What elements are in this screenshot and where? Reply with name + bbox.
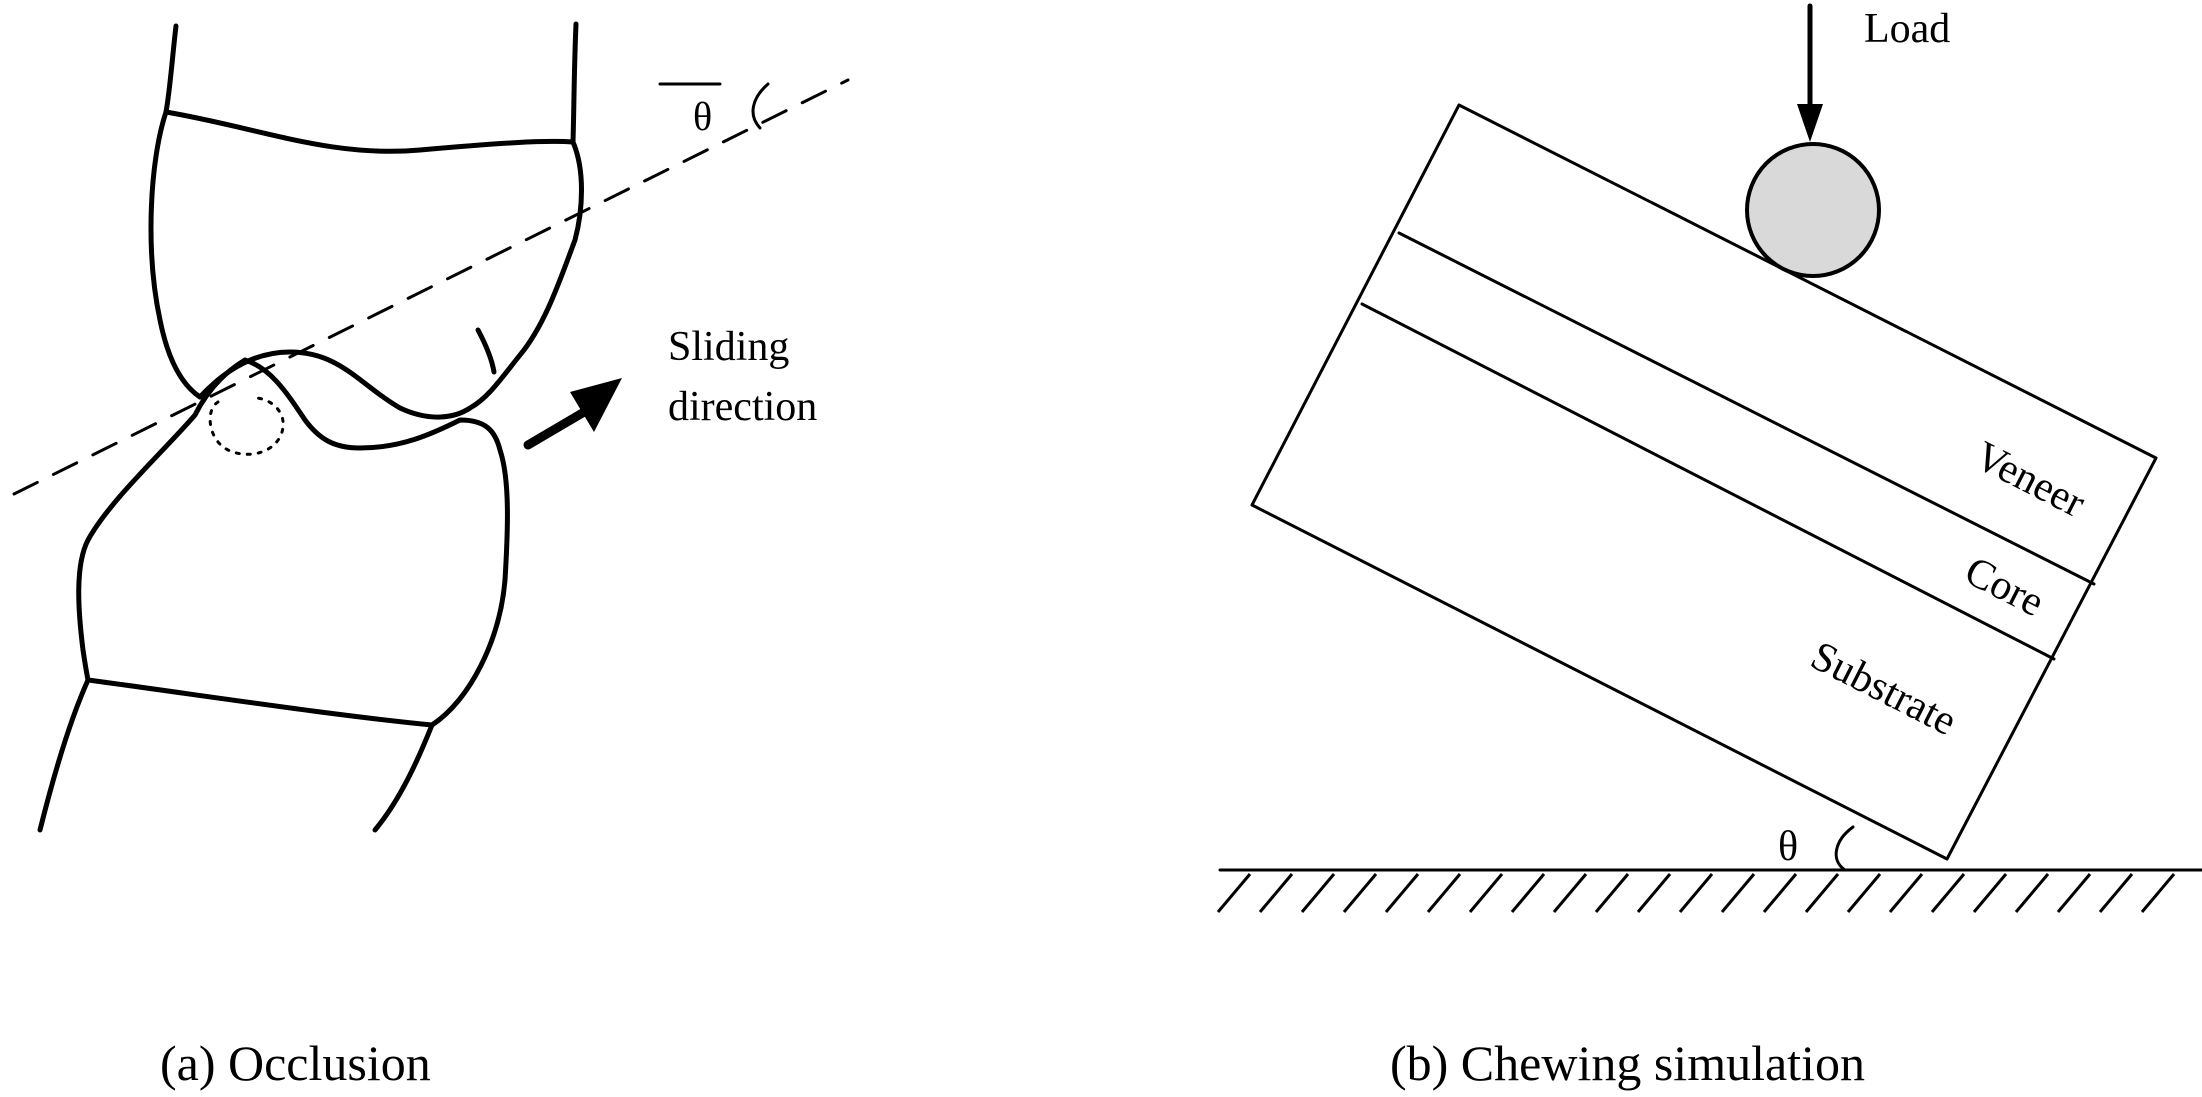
- hatch-mark: [1720, 873, 1756, 913]
- hatch-mark: [2056, 873, 2092, 913]
- caption-b: (b) Chewing simulation: [1390, 1035, 1865, 1091]
- layer-label-veneer: Veneer: [1967, 433, 2092, 527]
- lower-tooth-root-left: [37, 677, 91, 833]
- sliding-direction-arrow: [523, 378, 622, 450]
- hatch-mark: [1384, 873, 1420, 913]
- lower-tooth: [37, 357, 510, 833]
- hatch-mark: [1300, 873, 1336, 913]
- hatch-mark: [1678, 873, 1714, 913]
- arrow-head-icon: [570, 378, 622, 432]
- sliding-plane-dashed-line: [12, 78, 850, 496]
- angle-arc-b: [1834, 825, 1855, 872]
- upper-tooth-root-right: [570, 21, 579, 145]
- hatch-mark: [1846, 873, 1882, 913]
- angle-symbol-b: θ: [1778, 824, 1798, 870]
- chewing-panel: Load Veneer Core Substrate θ (b) Chewing…: [1216, 3, 2202, 1091]
- indenter-ball: [1745, 142, 1881, 278]
- hatch-mark: [1468, 873, 1504, 913]
- upper-tooth: [148, 21, 584, 420]
- layer-label-substrate: Substrate: [1803, 633, 1963, 745]
- hatch-mark: [1636, 873, 1672, 913]
- load-arrow-head-icon: [1797, 104, 1823, 142]
- upper-tooth-crown-outline: [148, 109, 584, 420]
- hatch-mark: [1594, 873, 1630, 913]
- upper-tooth-groove: [475, 327, 497, 375]
- hatch-mark: [1972, 873, 2008, 913]
- hatch-mark: [1930, 873, 1966, 913]
- caption-a: (a) Occlusion: [160, 1035, 431, 1091]
- contact-zone-circle: [208, 396, 285, 456]
- hatch-mark: [2014, 873, 2050, 913]
- occlusion-panel: θ Sliding direction (a) Occlusion: [12, 21, 850, 1091]
- angle-arc-a: [751, 82, 770, 130]
- hatch-mark: [1762, 873, 1798, 913]
- hatch-mark: [1888, 873, 1924, 913]
- lower-tooth-crown-outline: [76, 357, 510, 728]
- hatch-mark: [1216, 873, 1252, 913]
- hatch-mark: [1510, 873, 1546, 913]
- specimen-outline: [1250, 103, 2158, 861]
- upper-tooth-root-left: [163, 23, 179, 115]
- veneer-core-interface: [1397, 231, 2096, 586]
- layer-label-core: Core: [1957, 548, 2051, 626]
- hatch-mark: [1804, 873, 1840, 913]
- angle-symbol-a: θ: [693, 94, 712, 139]
- hatch-mark: [2140, 873, 2176, 913]
- hatch-mark: [1426, 873, 1462, 913]
- load-arrow: [1797, 3, 1823, 142]
- lower-tooth-cej-line: [85, 677, 435, 728]
- lower-tooth-root-right: [372, 722, 435, 833]
- core-substrate-interface: [1360, 302, 2056, 661]
- upper-tooth-cej-line: [163, 109, 576, 154]
- ground-hatching: [1216, 873, 2176, 913]
- load-label: Load: [1864, 6, 1950, 52]
- hatch-mark: [1342, 873, 1378, 913]
- sliding-label-line2: direction: [668, 384, 817, 430]
- sliding-label-line1: Sliding: [668, 324, 789, 370]
- hatch-mark: [2098, 873, 2134, 913]
- hatch-mark: [1258, 873, 1294, 913]
- hatch-mark: [1552, 873, 1588, 913]
